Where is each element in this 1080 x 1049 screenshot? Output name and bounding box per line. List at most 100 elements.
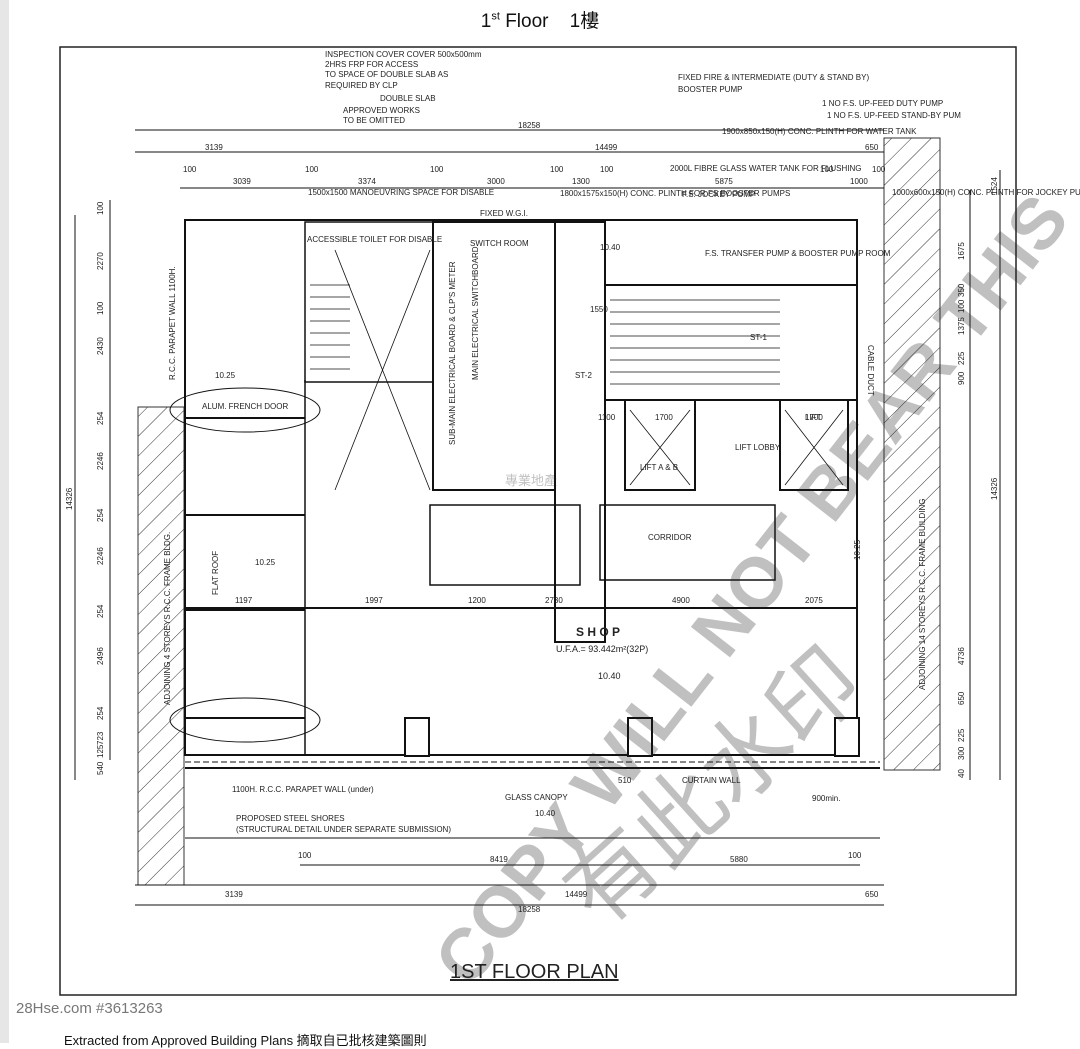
- dimension-interior: 1997: [365, 596, 383, 605]
- annotation-note: 1800x1575x150(H) CONC. PLINTH FOR FS BOO…: [560, 189, 790, 198]
- listing-source: 28Hse.com #3613263: [16, 1000, 163, 1017]
- dimension-lines: [74, 129, 1001, 906]
- room-label: SWITCH ROOM: [470, 239, 529, 248]
- dimension-left: 723: [96, 731, 105, 745]
- dimension-right: 900: [957, 371, 966, 385]
- svg-text:COPY WILL NOT BEAR THIS: COPY WILL NOT BEAR THIS: [420, 180, 1080, 999]
- dimension-top: 14499: [595, 143, 618, 152]
- annotation-note: F.S. JOCKEY PUMP: [682, 190, 755, 199]
- dimension-top: 3000: [487, 177, 505, 186]
- dimension-left: 2496: [96, 647, 105, 665]
- annotation-note: ADJOINING 4 STOREYS R.C.C. FRAME BLDG.: [163, 532, 172, 705]
- dimension-right: 300: [957, 746, 966, 760]
- annotation-note: 1500x1500 MANOEUVRING SPACE FOR DISABLE: [308, 188, 494, 197]
- dimension-top: 100: [872, 165, 886, 174]
- dimension-top: 100: [305, 165, 319, 174]
- dimension-left: 254: [96, 411, 105, 425]
- dimension-interior: 1200: [468, 596, 486, 605]
- annotation-note: (STRUCTURAL DETAIL UNDER SEPARATE SUBMIS…: [236, 825, 451, 834]
- room-label: ST-1: [750, 333, 767, 342]
- adjoining-building-left: [137, 406, 185, 886]
- dimension-left: 254: [96, 706, 105, 720]
- watermark: COPY WILL NOT BEAR THIS 有此水印 專業地產: [420, 180, 1080, 999]
- room-label: LIFT: [805, 413, 822, 422]
- dimension-top: 100: [550, 165, 564, 174]
- dimension-top: 650: [865, 143, 879, 152]
- dimension-top: 100: [600, 165, 614, 174]
- level-marker: 10.25: [255, 558, 276, 567]
- room-label: ACCESSIBLE TOILET FOR DISABLE: [307, 235, 442, 244]
- dimension-top: 100: [183, 165, 197, 174]
- building-walls: [169, 219, 880, 839]
- dimension-top: 1300: [572, 177, 590, 186]
- svg-text:專業地產: 專業地產: [505, 473, 557, 488]
- annotation-note: FIXED W.G.I.: [480, 209, 528, 218]
- annotation-note: REQUIRED BY CLP: [325, 81, 398, 90]
- annotation-note: INSPECTION COVER COVER 500x500mm: [325, 50, 482, 59]
- annotation-note: 2HRS FRP FOR ACCESS: [325, 60, 418, 69]
- dimension-bottom: 3139: [225, 890, 243, 899]
- room-label: LIFT LOBBY: [735, 443, 781, 452]
- annotation-note: CURTAIN WALL: [682, 776, 741, 785]
- dimension-top: 5875: [715, 177, 733, 186]
- dimension-right: 225: [957, 351, 966, 365]
- dimension-bottom: 100: [848, 851, 862, 860]
- dimension-right: 40: [957, 769, 966, 778]
- dimension-top: 3039: [233, 177, 251, 186]
- shop-label: S H O P: [576, 625, 620, 639]
- dimension-right: 1375: [957, 317, 966, 335]
- dimension-top: 100: [430, 165, 444, 174]
- dimension-bottom: 8419: [490, 855, 508, 864]
- annotation-note: APPROVED WORKS: [343, 106, 420, 115]
- dimension-top: 1000: [850, 177, 868, 186]
- annotation-note: DOUBLE SLAB: [380, 94, 436, 103]
- dimension-left: 14326: [65, 487, 74, 510]
- dimension-interior: 1550: [590, 305, 608, 314]
- level-marker: 10.40: [600, 243, 621, 252]
- annotation-note: 2000L FIBRE GLASS WATER TANK FOR FLUSHIN…: [670, 164, 861, 173]
- dimension-interior: 1197: [235, 596, 253, 605]
- dimension-right: 225: [957, 728, 966, 742]
- floor-plan-drawing: SWITCH ROOM ACCESSIBLE TOILET FOR DISABLE…: [59, 46, 1080, 1000]
- dimension-left: 100: [96, 201, 105, 215]
- annotation-note: 1 NO F.S. UP-FEED STAND-BY PUM: [827, 111, 961, 120]
- level-marker: 10.25: [853, 539, 862, 560]
- dimension-right: 1524: [990, 177, 999, 195]
- annotation-note: TO SPACE OF DOUBLE SLAB AS: [325, 70, 448, 79]
- room-label: F.S. TRANSFER PUMP & BOOSTER PUMP ROOM: [705, 249, 891, 258]
- room-label: ALUM. FRENCH DOOR: [202, 402, 288, 411]
- dimension-left: 2430: [96, 337, 105, 355]
- annotation-note: SUB-MAIN ELECTRICAL BOARD & CLP'S METER: [448, 261, 457, 445]
- dimension-left: 100: [96, 301, 105, 315]
- plan-title: 1ST FLOOR PLAN: [450, 961, 619, 983]
- dimension-right: 100: [957, 299, 966, 313]
- dimension-left: 2246: [96, 547, 105, 565]
- annotation-note: R.C.C. PARAPET WALL 1100H.: [168, 266, 177, 380]
- dimension-right: 4736: [957, 647, 966, 665]
- dimension-interior: 1700: [655, 413, 673, 422]
- dimension-bottom: 650: [865, 890, 879, 899]
- level-marker: 10.40: [535, 809, 556, 818]
- annotation-note: 900min.: [812, 794, 840, 803]
- annotation-note: 1000x600x150(H) CONC. PLINTH FOR JOCKEY …: [892, 188, 1080, 197]
- annotation-note: 1900x850x150(H) CONC. PLINTH FOR WATER T…: [722, 127, 917, 136]
- room-label: ST-2: [575, 371, 592, 380]
- shop-level: 10.40: [598, 671, 621, 681]
- dimension-left: 125: [96, 744, 105, 758]
- dimension-right: 1675: [957, 242, 966, 260]
- plan-labels: SWITCH ROOM ACCESSIBLE TOILET FOR DISABLE…: [65, 50, 1080, 914]
- dimension-interior: 1700: [805, 413, 823, 422]
- dimension-interior: 510: [618, 776, 632, 785]
- page-edge: [0, 0, 9, 1043]
- annotation-note: PROPOSED STEEL SHORES: [236, 814, 345, 823]
- dimension-bottom: 100: [298, 851, 312, 860]
- room-label: LIFT A & B: [640, 463, 678, 472]
- room-label: CABLE DUCT: [866, 345, 875, 396]
- dimension-bottom: 18258: [518, 905, 541, 914]
- room-label: FLAT ROOF: [211, 551, 220, 595]
- annotation-note: TO BE OMITTED: [343, 116, 405, 125]
- drawing-frame: [59, 46, 1017, 996]
- dimension-left: 254: [96, 604, 105, 618]
- annotation-note: ADJOINING 14 STOREYS R.C.C. FRAME BUILDI…: [918, 499, 927, 690]
- dimension-bottom: 5880: [730, 855, 748, 864]
